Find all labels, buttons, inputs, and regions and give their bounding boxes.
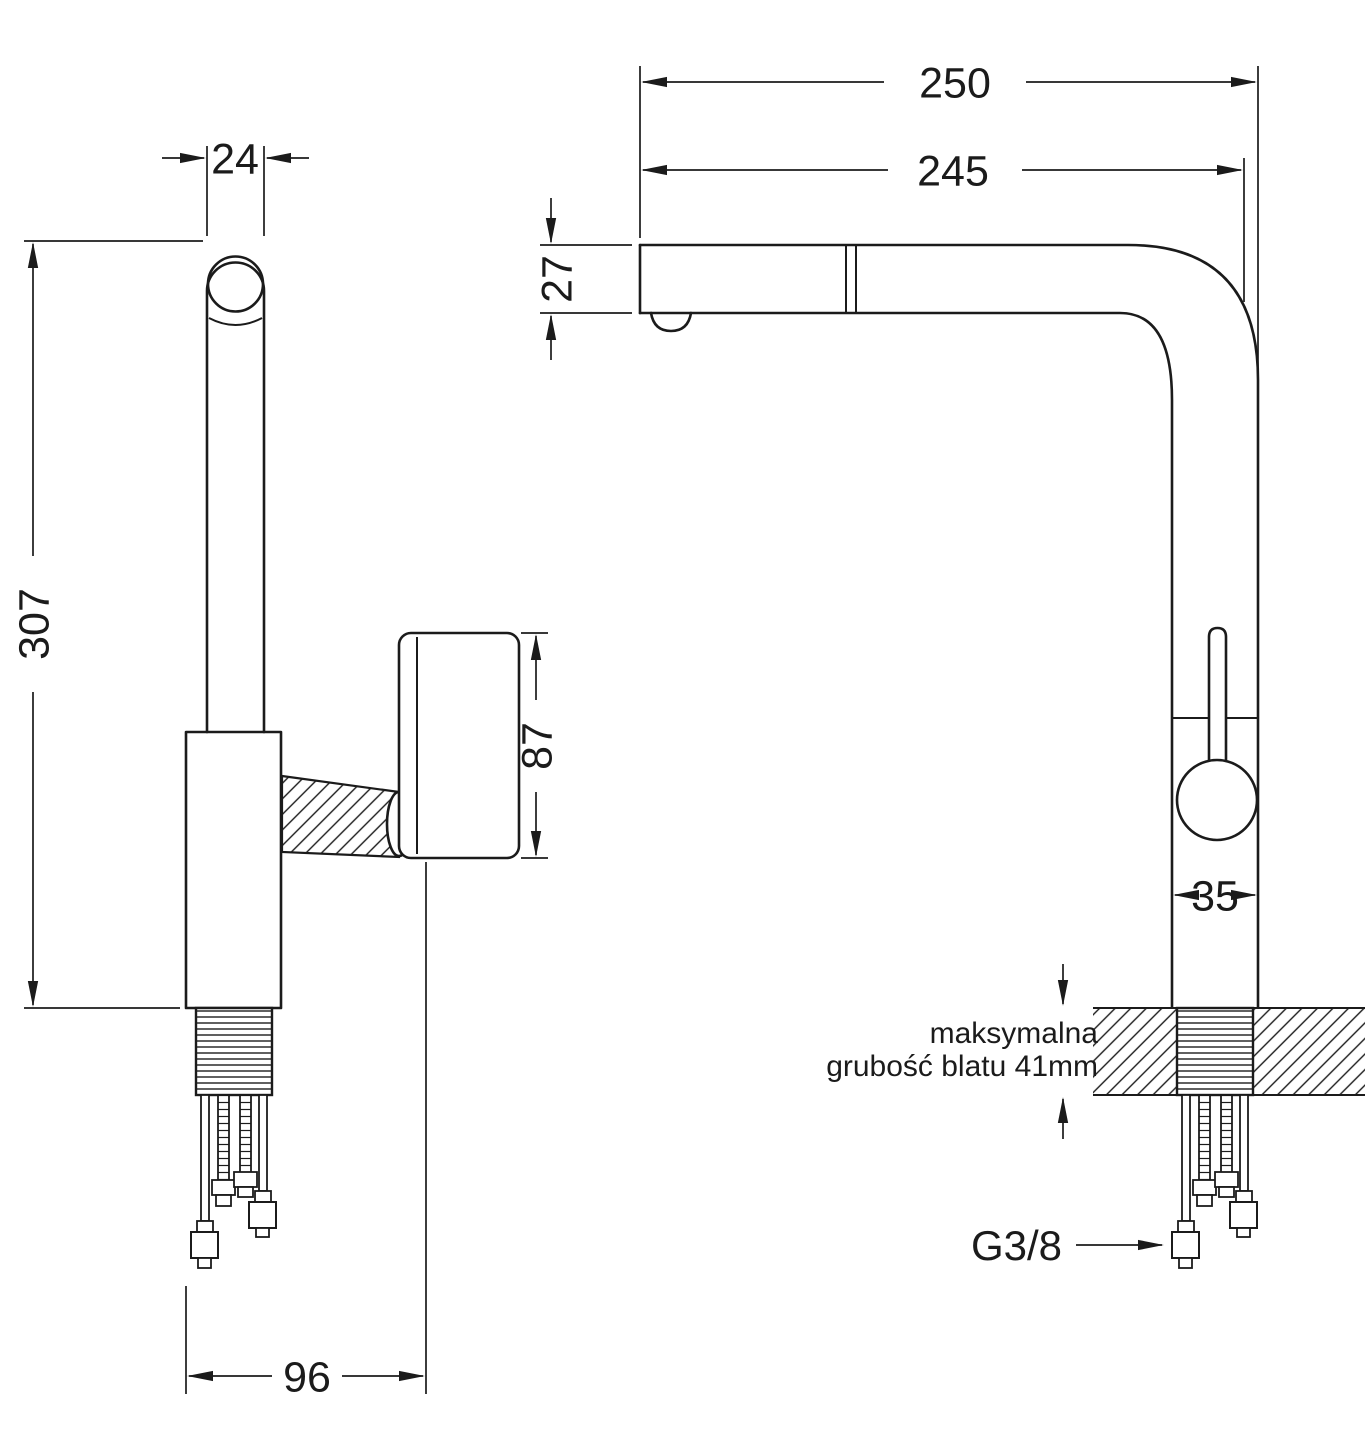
dim-label-overall-reach: 250 <box>919 59 991 107</box>
dim-overall-reach: 250 <box>639 59 1259 374</box>
spout-inner-contour <box>638 311 1174 1010</box>
dim-label-spout-height: 27 <box>533 255 581 303</box>
spout-collar-arc <box>208 317 263 326</box>
dim-label-handle-length: 87 <box>513 722 561 770</box>
dim-spout-reach: 245 <box>641 147 1245 302</box>
countertop-note-line2: grubość blatu 41mm <box>826 1050 1098 1083</box>
dim-spout-height: 27 <box>533 198 632 360</box>
front-view-outline <box>638 243 1365 1270</box>
mounting-hardware <box>189 1006 278 1270</box>
aerator-outlet <box>649 311 693 333</box>
dim-label-overall-height: 307 <box>10 588 58 660</box>
dim-spout-pipe-width: 24 <box>162 135 309 236</box>
spout-top-bend <box>206 255 265 313</box>
thread-size-callout: G3/8 <box>971 1222 1164 1269</box>
dim-handle-length: 87 <box>513 632 561 859</box>
handle-cone <box>280 774 401 859</box>
handle-lever-block <box>397 631 521 860</box>
dim-label-base-depth: 96 <box>283 1353 331 1401</box>
dim-overall-height: 307 <box>10 240 203 1009</box>
mounting-hardware <box>1170 1006 1259 1270</box>
dim-label-body-width: 35 <box>1191 872 1239 920</box>
front-view: 250 245 27 35 maksymalna grub <box>533 59 1365 1270</box>
dim-base-depth: 96 <box>185 862 427 1401</box>
dim-label-spout-pipe-width: 24 <box>211 135 259 183</box>
countertop-note-line1: maksymalna <box>930 1017 1099 1050</box>
spout-outer-contour <box>638 243 1260 1010</box>
lever-rod <box>1207 626 1228 768</box>
dim-label-spout-reach: 245 <box>917 147 989 195</box>
lever-ball-joint <box>1175 758 1259 842</box>
dim-body-width: 35 <box>1173 872 1257 920</box>
countertop <box>1093 1007 1365 1096</box>
countertop-thickness-note: maksymalna grubość blatu 41mm <box>826 964 1098 1139</box>
mixer-body <box>184 730 283 1010</box>
side-view: 24 307 87 96 <box>10 135 561 1401</box>
countertop-hatch-left <box>1093 1008 1177 1095</box>
spout-pipe <box>205 261 266 734</box>
thread-size-label: G3/8 <box>971 1222 1062 1269</box>
side-view-outline <box>184 255 521 1270</box>
countertop-hatch-right <box>1253 1008 1365 1095</box>
